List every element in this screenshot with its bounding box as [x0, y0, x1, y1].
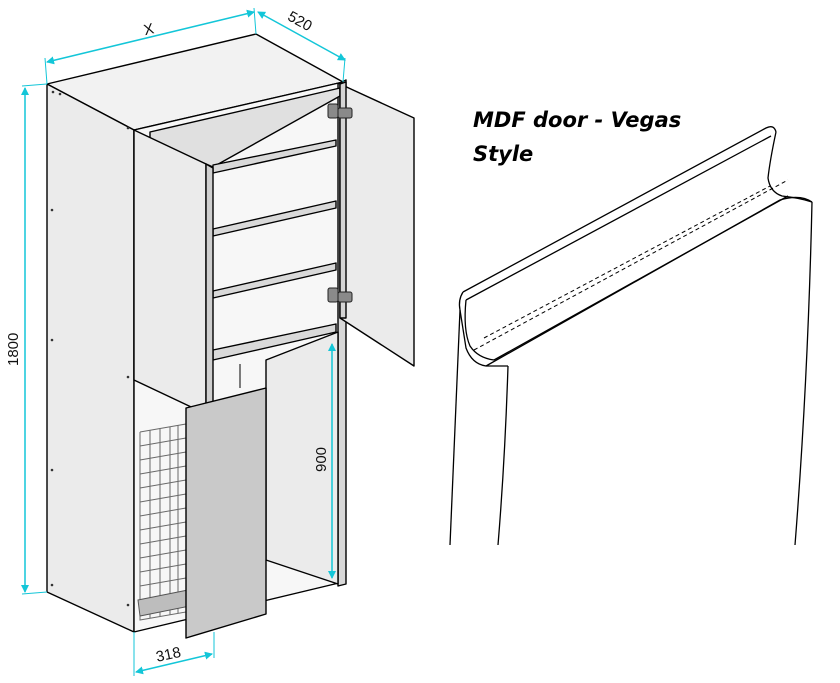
vegas-door-profile-drawing [449, 126, 813, 546]
dimension-width-label: X [142, 20, 156, 39]
door-detail-title-line1: MDF door - Vegas [473, 108, 681, 132]
door-detail-title-line2: Style [473, 142, 533, 166]
hinge-icon [327, 103, 353, 303]
dimension-lines [21, 7, 346, 676]
upper-left-door [133, 129, 214, 415]
cabinet-left-side [46, 83, 135, 633]
dowel-holes [50, 90, 130, 607]
pullout-front-panel [185, 387, 267, 639]
dimension-depth-label: 520 [285, 8, 315, 35]
dimension-pullout-width-label: 318 [154, 644, 182, 666]
door-detail-title: MDF door - Vegas Style [473, 108, 681, 166]
dimension-lower-height-label: 900 [313, 447, 330, 472]
upper-right-door [339, 81, 415, 367]
dimension-height-label: 1800 [5, 333, 22, 366]
